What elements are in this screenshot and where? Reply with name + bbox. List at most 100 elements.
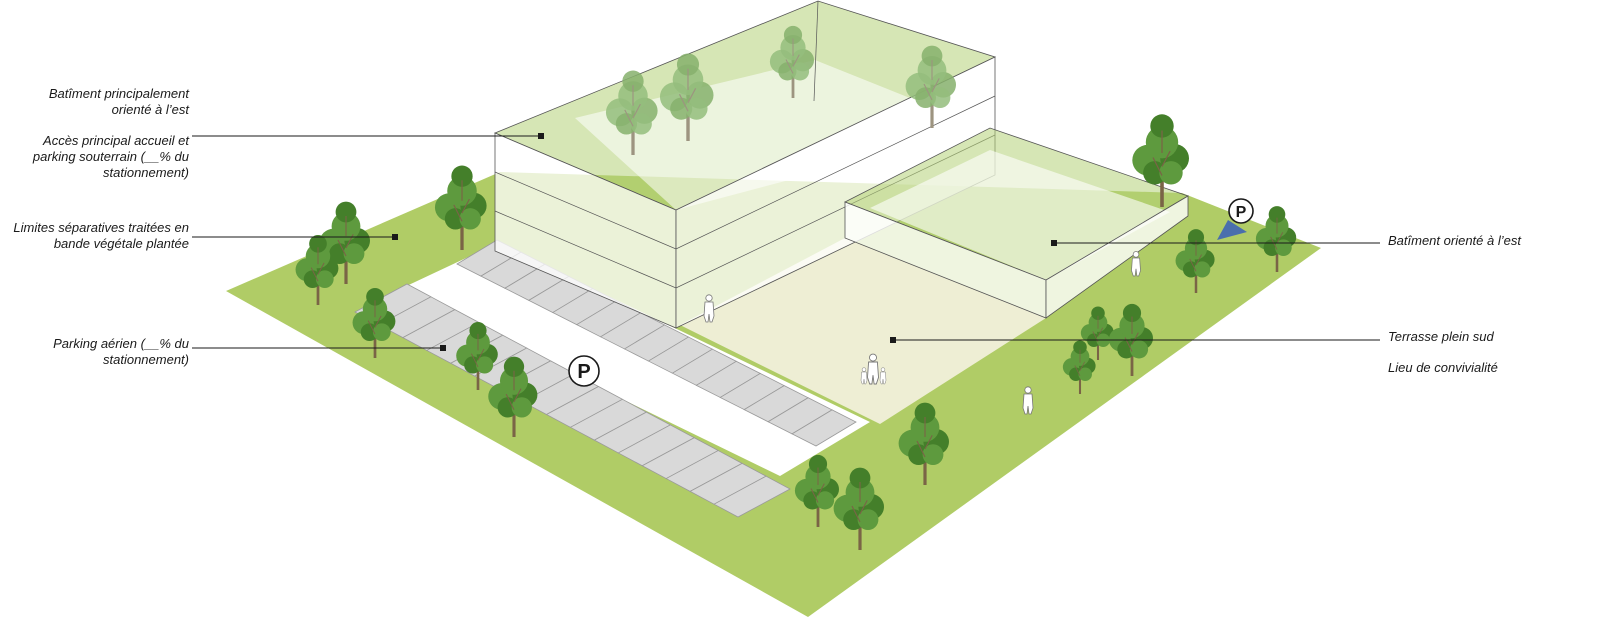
- label-convivialite: Lieu de convivialité: [1388, 360, 1498, 375]
- tree-canopy: [849, 467, 871, 489]
- corner-edge: [813, 0, 819, 102]
- person-body: [867, 361, 879, 385]
- tree-canopy: [670, 97, 693, 120]
- tree-canopy: [778, 62, 797, 81]
- tree-faded: [905, 45, 956, 128]
- tree-canopy: [630, 113, 652, 135]
- tree: [1062, 340, 1096, 394]
- tree-canopy: [1275, 239, 1292, 256]
- tree-branches: [678, 68, 697, 112]
- tree-canopy: [685, 97, 708, 120]
- person-walking: [703, 294, 715, 323]
- callout-leaders: [192, 133, 1380, 351]
- tree-canopy: [803, 491, 822, 510]
- tree-canopy: [808, 454, 828, 474]
- tree-canopy: [315, 270, 334, 288]
- tree-canopy: [1129, 340, 1149, 359]
- tree-canopy: [1159, 161, 1183, 185]
- tree-canopy: [1122, 303, 1142, 323]
- tree: [295, 234, 339, 305]
- tree-canopy: [497, 397, 518, 418]
- tree-canopy: [622, 70, 644, 92]
- tree-canopy: [303, 270, 322, 288]
- tree-canopy: [511, 397, 532, 418]
- tree-faded: [605, 70, 658, 155]
- tree-canopy: [843, 509, 864, 530]
- person-body: [703, 301, 715, 323]
- tree-branches: [367, 300, 382, 335]
- tree: [1108, 303, 1153, 376]
- person-head: [1132, 251, 1140, 258]
- person-head: [1024, 386, 1032, 394]
- east-wing-facade-east: [1045, 195, 1189, 319]
- person-walking: [1131, 251, 1141, 277]
- parking-symbols: PP: [568, 198, 1254, 387]
- tree-canopy: [783, 25, 803, 45]
- tree-canopy: [1117, 340, 1136, 359]
- person-body: [879, 371, 887, 385]
- tree: [1255, 206, 1297, 272]
- tree-canopy: [908, 444, 929, 465]
- leader-batiment-est: [1051, 240, 1380, 246]
- parking-symbol-letter: P: [1236, 204, 1247, 221]
- floor-line: [494, 95, 996, 250]
- tree: [833, 467, 884, 550]
- label-acces-principal: Accès principal accueil et parking soute…: [32, 133, 189, 180]
- tree-canopy: [329, 243, 350, 264]
- tree-branches: [505, 370, 522, 410]
- leader-terrasse: [890, 337, 1380, 343]
- tree-canopy: [476, 356, 494, 374]
- terrace-plaza: [680, 238, 1046, 424]
- tree-branches: [851, 481, 868, 523]
- tree-canopy: [464, 356, 482, 374]
- tree-canopy: [1078, 367, 1092, 381]
- parking-symbol-underground: P: [1228, 198, 1254, 224]
- tree-canopy: [1194, 261, 1211, 278]
- tree-canopy: [1069, 367, 1083, 381]
- building-volume: [493, 0, 1189, 329]
- tree-canopy: [929, 87, 951, 108]
- label-terrasse: Terrasse plein sud: [1388, 329, 1494, 344]
- tree-branches: [1152, 130, 1171, 176]
- tree-canopy: [335, 201, 357, 223]
- people-figures: [703, 251, 1141, 415]
- parking-symbol-ring: [1228, 198, 1254, 224]
- person-family-child: [879, 367, 887, 385]
- tree-branches: [453, 180, 470, 222]
- tree: [456, 322, 498, 390]
- leader-marker: [440, 345, 446, 351]
- tree-branches: [1074, 349, 1086, 376]
- tree: [1132, 114, 1189, 207]
- leader-marker: [392, 234, 398, 240]
- leader-marker: [890, 337, 896, 343]
- person-head: [705, 294, 713, 302]
- tree-canopy: [343, 243, 365, 264]
- tree-canopy: [615, 113, 638, 135]
- tree-canopy: [372, 323, 391, 341]
- tree-canopy: [1187, 229, 1205, 246]
- tree-canopy: [459, 208, 481, 230]
- person-family-adult: [867, 353, 879, 385]
- tree-canopy: [915, 87, 936, 108]
- person-head: [861, 367, 867, 372]
- tree: [898, 402, 949, 485]
- label-parking-aerien: Parking aérien (__% du stationnement): [53, 336, 189, 367]
- entrance-arrow-icon: [1217, 220, 1247, 240]
- tree-canopy: [1150, 114, 1174, 138]
- leader-limites: [192, 234, 398, 240]
- tree-canopy: [1263, 239, 1281, 256]
- tree-canopy: [790, 62, 810, 81]
- tree: [794, 454, 839, 527]
- person-family-child: [860, 367, 868, 385]
- east-wing-roof-light: [870, 150, 1170, 280]
- tree-branches: [810, 467, 825, 503]
- tree-canopy: [815, 491, 835, 510]
- tree-canopy: [857, 509, 879, 530]
- tree-canopy: [444, 208, 467, 230]
- parking-stall: [713, 475, 791, 518]
- leader-marker: [538, 133, 544, 139]
- leader-marker: [1051, 240, 1057, 246]
- tree-branches: [916, 416, 933, 458]
- leader-parking-aerien: [192, 345, 446, 351]
